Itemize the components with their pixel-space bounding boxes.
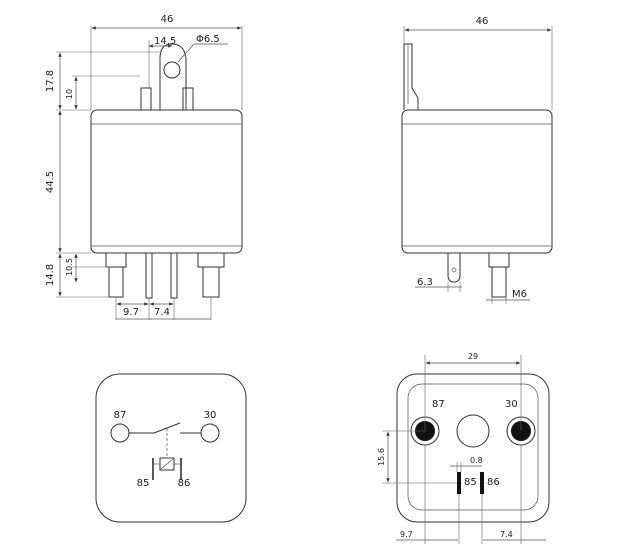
side-flat-terminal	[447, 253, 461, 283]
bottom-pin-86	[480, 472, 484, 494]
bottom-right-offset-label: 7.4	[500, 530, 513, 539]
relay-body	[90, 109, 243, 254]
bottom-vertical-label: 15.6	[377, 448, 386, 466]
terminal-87-circle	[110, 423, 130, 443]
schematic-terminal-87: 87	[114, 410, 127, 421]
side-body	[401, 109, 553, 254]
pin-left	[108, 266, 124, 298]
front-view: 46 14.5 Φ6.5 17.8 10 44.5 14.8 10.5	[45, 14, 243, 320]
bottom-left-offset-label: 9.7	[400, 530, 413, 539]
bottom-view: 87 30 85 86 29 15.6 0.8 9.7 7.4	[377, 352, 550, 544]
pin-short-label: 10.5	[65, 258, 74, 276]
bottom-gap-label: 0.8	[470, 456, 483, 465]
hole-diameter-label: Φ6.5	[196, 34, 220, 45]
mounting-hole	[163, 61, 181, 79]
bottom-center-hole	[456, 414, 490, 448]
stud-size-label: M6	[512, 289, 527, 300]
body-height-label: 44.5	[45, 171, 56, 193]
pin-flat-1	[145, 252, 153, 299]
front-width-label: 46	[161, 14, 174, 25]
schematic-terminal-30: 30	[204, 410, 217, 421]
schematic-terminal-85: 85	[137, 478, 150, 489]
bottom-label-87: 87	[432, 399, 445, 410]
tab-offset-label: 14.5	[154, 36, 176, 47]
bottom-outline-inner	[407, 383, 539, 511]
top-height-label: 17.8	[45, 70, 56, 92]
mounting-tab	[159, 43, 187, 110]
bottom-outline-outer	[396, 373, 550, 523]
bottom-label-30: 30	[505, 399, 518, 410]
bottom-label-86: 86	[487, 477, 500, 488]
pin-flat-2	[170, 252, 178, 299]
side-stud	[491, 266, 507, 298]
pin-length-label: 14.8	[45, 264, 56, 286]
schematic-terminal-86: 86	[178, 478, 191, 489]
bottom-spacing-label: 29	[468, 352, 478, 361]
bottom-label-85: 85	[464, 477, 477, 488]
schematic-view: 87 30 85 86	[95, 373, 247, 523]
bottom-pin-85	[457, 472, 461, 494]
side-width-label: 46	[476, 16, 489, 27]
side-view: 46 6.3 M6	[401, 16, 553, 304]
schematic-outline	[95, 373, 247, 523]
side-tab-width-label: 6.3	[417, 277, 433, 288]
pin-spacing-left-label: 9.7	[123, 307, 139, 318]
side-tab	[403, 43, 419, 110]
terminal-30-circle	[200, 423, 220, 443]
pin-spacing-right-label: 7.4	[154, 307, 170, 318]
pin-right	[202, 266, 220, 298]
tab-height-label: 10	[65, 89, 74, 99]
